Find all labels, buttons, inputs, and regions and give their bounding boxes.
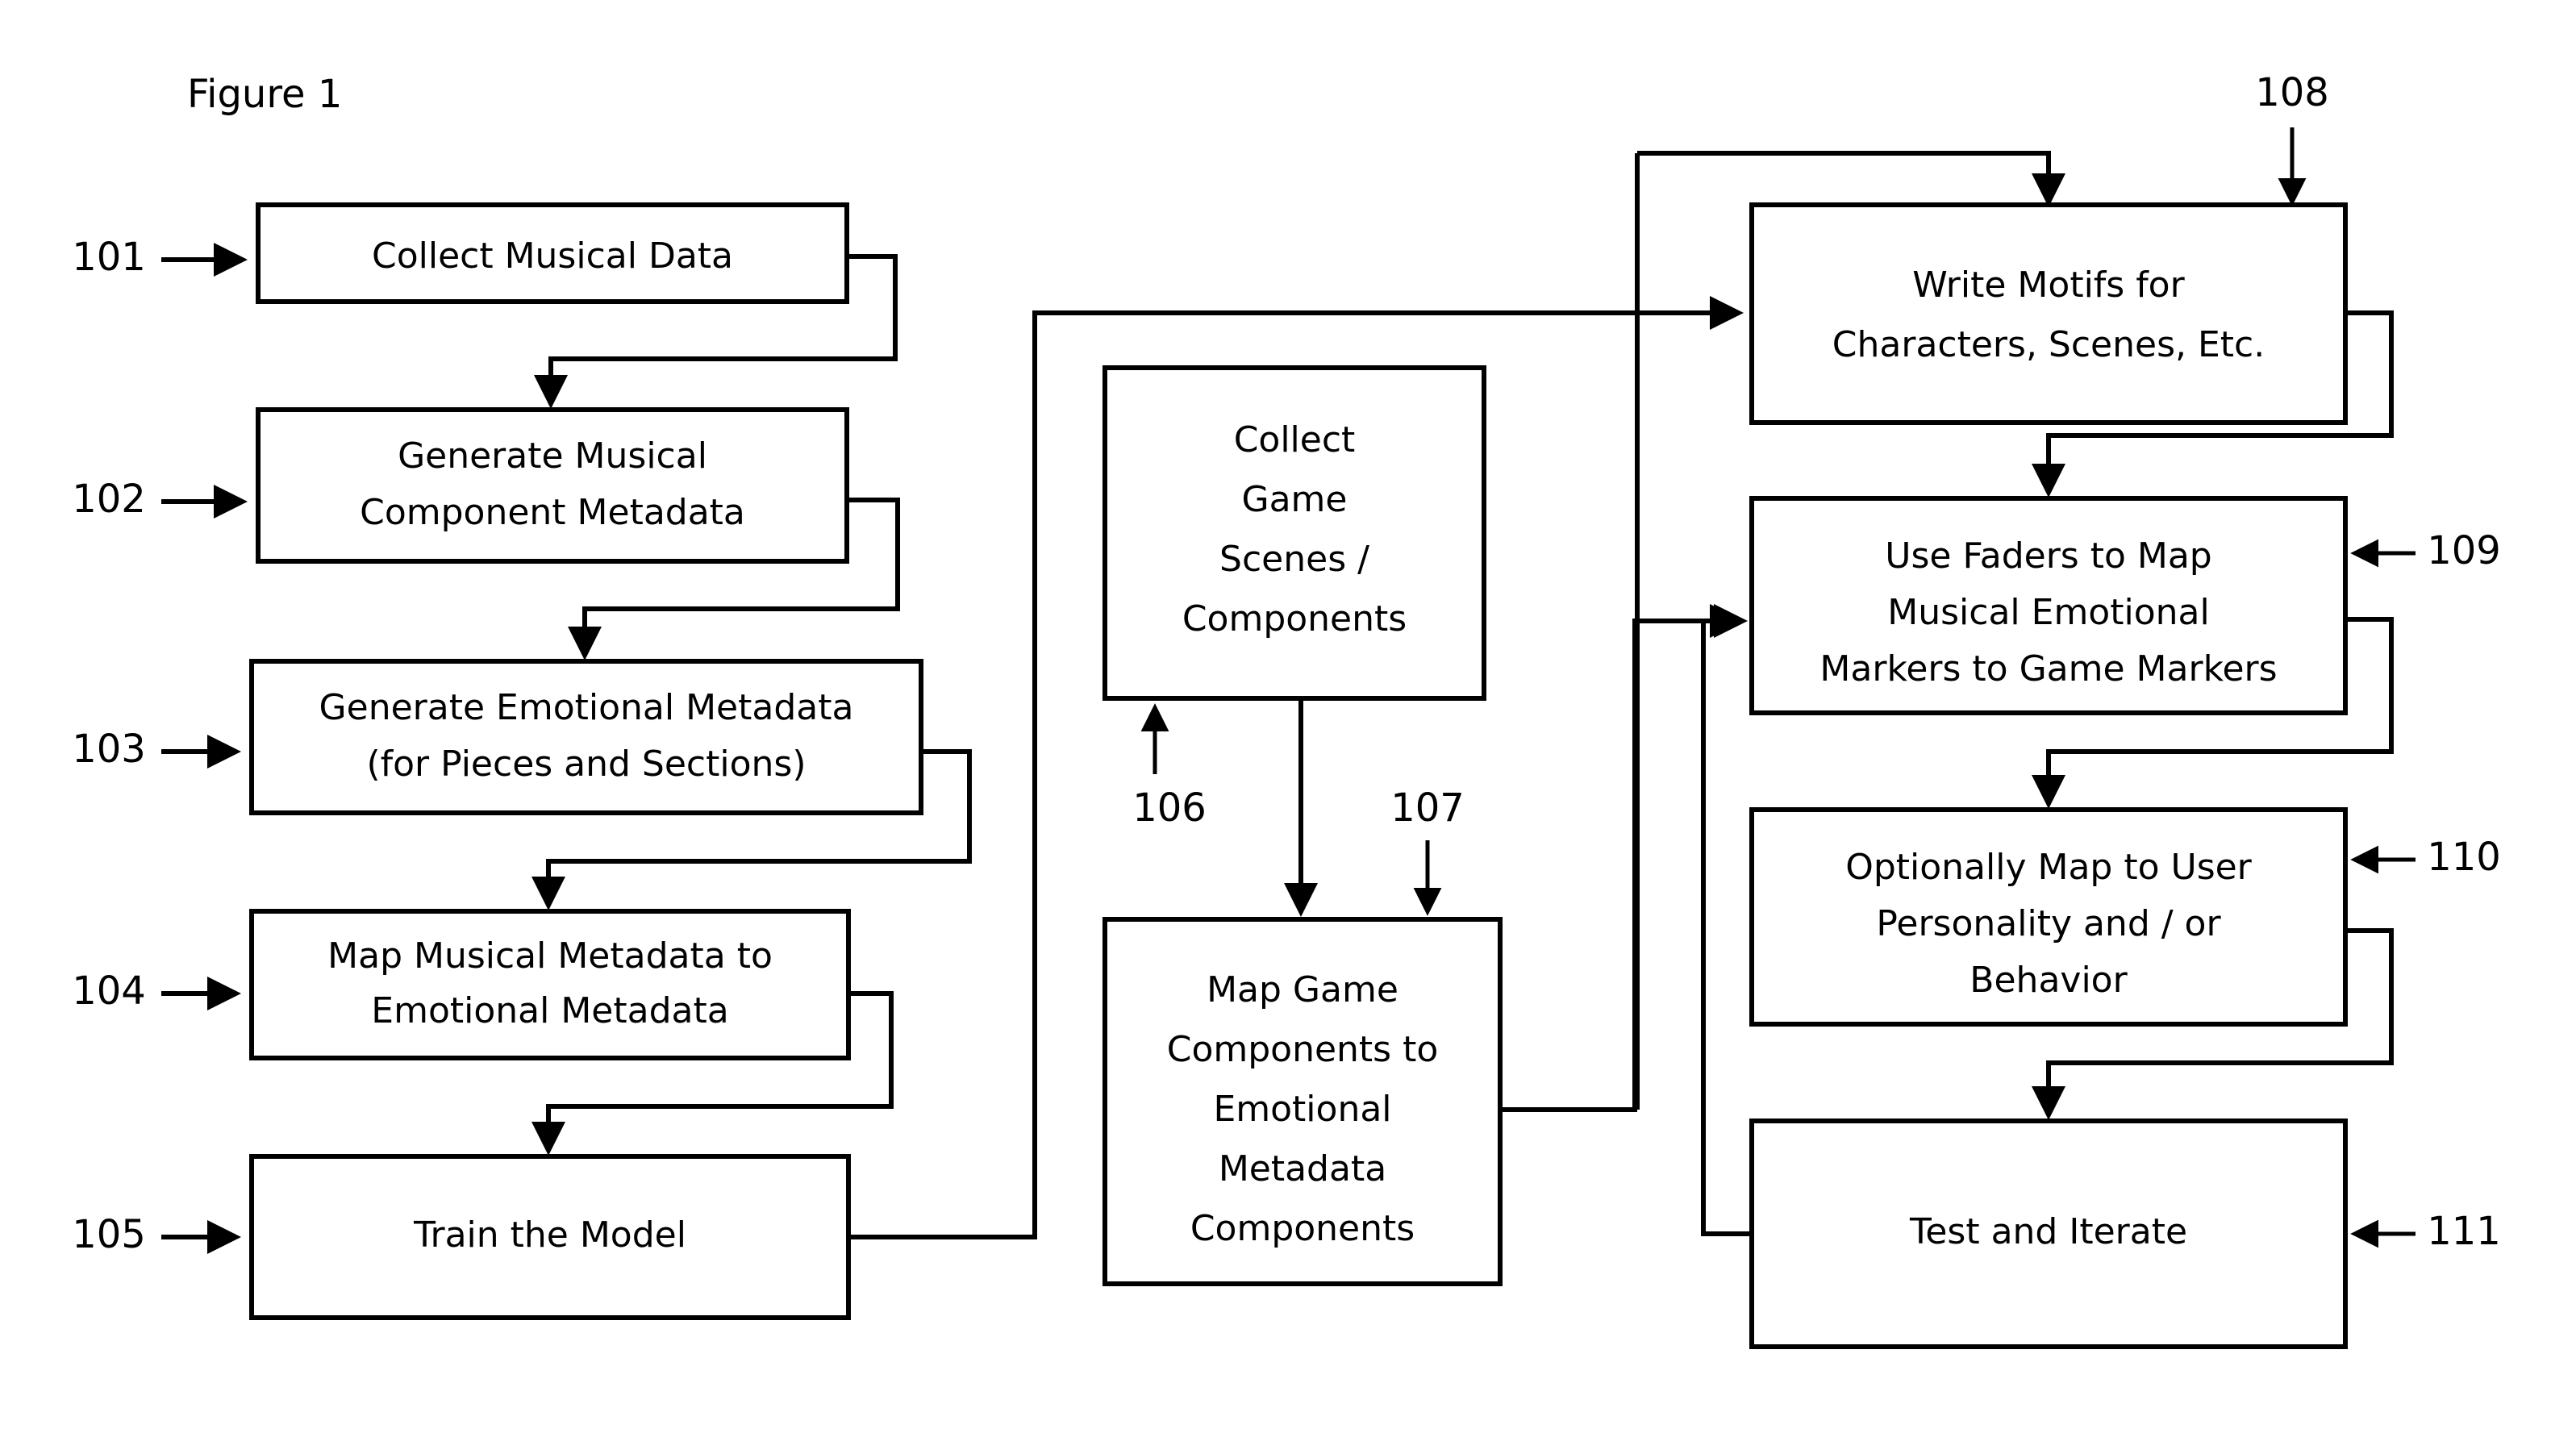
node-generate-musical-component-metadata[interactable]: Generate Musical Component Metadata <box>256 407 849 564</box>
connector-109-to-110 <box>2032 617 2394 809</box>
ref-label-104: 104 <box>72 969 146 1014</box>
ref-label-108: 108 <box>2255 70 2329 115</box>
node-write-motifs[interactable]: Write Motifs for Characters, Scenes, Etc… <box>1749 202 2348 425</box>
connector-105-to-108 <box>848 296 1744 1239</box>
node-box <box>249 1154 851 1320</box>
node-box <box>249 909 851 1060</box>
node-label-line-1: Map Game <box>1207 969 1398 1010</box>
node-label-line-3: Scenes / <box>1219 539 1369 580</box>
node-label-line-1: Generate Emotional Metadata <box>319 687 854 728</box>
node-label-line-1: Map Musical Metadata to <box>327 935 773 977</box>
figure-title: Figure 1 <box>187 72 342 117</box>
node-generate-emotional-metadata[interactable]: Generate Emotional Metadata (for Pieces … <box>249 659 923 815</box>
node-label-line-1: Collect <box>1234 419 1356 460</box>
ref-label-111: 111 <box>2427 1209 2501 1254</box>
connector-108-to-109 <box>2032 310 2394 498</box>
node-box <box>1749 496 2348 715</box>
node-label-line-1: Optionally Map to User <box>1845 847 2252 888</box>
node-test-and-iterate[interactable]: Test and Iterate <box>1749 1118 2348 1349</box>
node-label-line-2: Musical Emotional <box>1887 592 2209 633</box>
node-label-line-2: Characters, Scenes, Etc. <box>1832 324 2265 365</box>
connector-101-to-102 <box>534 254 898 409</box>
node-box <box>1749 807 2348 1027</box>
node-box <box>256 407 849 564</box>
node-label-line-2: Emotional Metadata <box>371 990 728 1031</box>
node-box <box>1749 1118 2348 1349</box>
connector-111-to-109-feedback <box>1701 604 1752 1236</box>
node-label-line-2: Components to <box>1167 1029 1439 1070</box>
node-map-game-components[interactable]: Map Game Components to Emotional Metadat… <box>1103 917 1503 1286</box>
ref-label-109: 109 <box>2427 528 2501 573</box>
ref-label-103: 103 <box>72 727 146 772</box>
connector-110-to-111 <box>2032 928 2394 1120</box>
node-label-line-1: Use Faders to Map <box>1885 535 2211 577</box>
connector-feedback-into-108 <box>1637 151 2065 207</box>
node-collect-game-scenes[interactable]: Collect Game Scenes / Components <box>1103 365 1486 701</box>
ref-label-102: 102 <box>72 477 146 522</box>
node-label-line-3: Behavior <box>1970 960 2128 1001</box>
node-box <box>249 659 923 815</box>
node-label-line-2: Component Metadata <box>360 492 745 533</box>
ref-label-105: 105 <box>72 1212 146 1257</box>
node-label-line-3: Markers to Game Markers <box>1819 648 2277 689</box>
node-label-line-1: Collect Musical Data <box>372 235 733 277</box>
node-box <box>256 202 849 304</box>
node-box <box>1749 202 2348 425</box>
node-collect-musical-data[interactable]: Collect Musical Data <box>256 202 849 304</box>
node-label-line-1: Generate Musical <box>398 435 707 477</box>
node-train-the-model[interactable]: Train the Model <box>249 1154 851 1320</box>
node-box <box>1103 365 1486 701</box>
node-use-faders[interactable]: Use Faders to Map Musical Emotional Mark… <box>1749 496 2348 715</box>
node-label-line-1: Train the Model <box>413 1214 686 1256</box>
node-label-line-3: Emotional <box>1213 1089 1391 1130</box>
node-label-line-1: Write Motifs for <box>1912 265 2185 306</box>
node-label-line-4: Metadata <box>1219 1148 1386 1189</box>
node-label-line-2: Personality and / or <box>1876 903 2221 944</box>
ref-label-107: 107 <box>1390 785 1465 831</box>
node-optionally-map-user[interactable]: Optionally Map to User Personality and /… <box>1749 807 2348 1027</box>
node-label-line-1: Test and Iterate <box>1909 1211 2187 1252</box>
node-label-line-2: (for Pieces and Sections) <box>366 744 806 785</box>
node-map-musical-metadata[interactable]: Map Musical Metadata to Emotional Metada… <box>249 909 851 1060</box>
ref-label-110: 110 <box>2427 835 2501 880</box>
connector-102-to-103 <box>568 498 900 660</box>
ref-label-106: 106 <box>1132 785 1207 831</box>
node-label-line-4: Components <box>1182 598 1407 639</box>
node-box <box>1103 917 1503 1286</box>
connector-103-to-104 <box>531 749 972 910</box>
node-label-line-2: Game <box>1242 479 1348 520</box>
connector-104-to-105 <box>531 991 894 1156</box>
node-label-line-5: Components <box>1190 1208 1415 1249</box>
ref-label-101: 101 <box>72 235 146 280</box>
